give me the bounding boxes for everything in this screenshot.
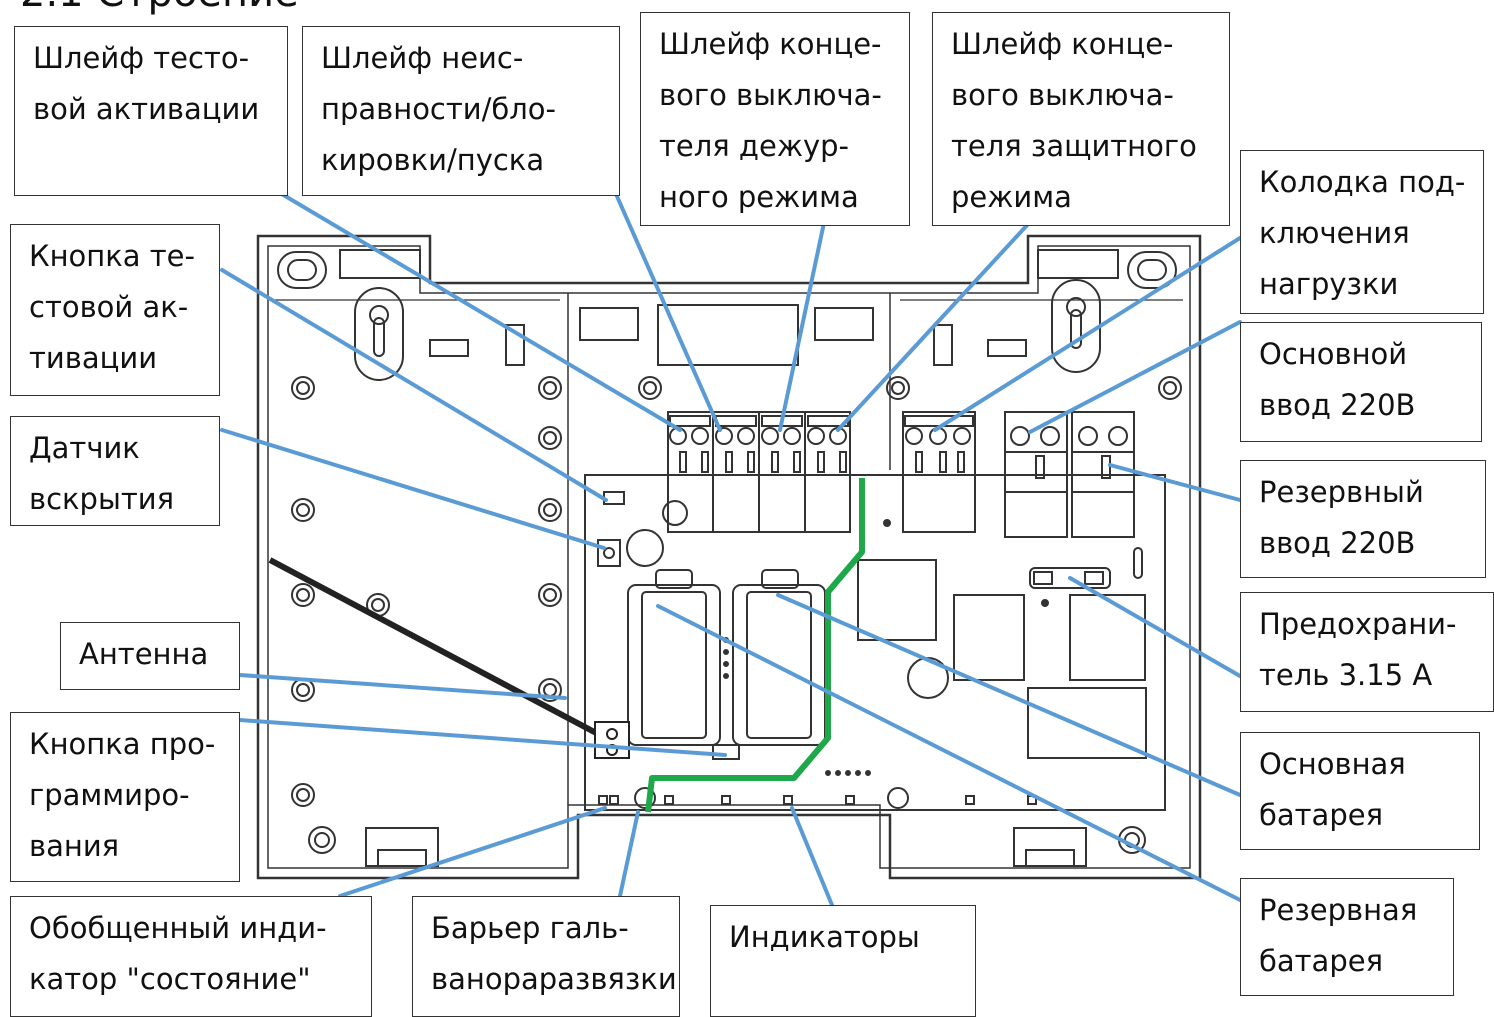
pointer-tamper [220, 428, 606, 550]
load-terminal-block [902, 411, 976, 533]
label-standby-limit-loop: Шлейф конце- вого выключа- теля дежур- н… [640, 12, 910, 226]
housing-clips [429, 304, 1027, 366]
antenna-wire [268, 557, 630, 759]
label-antenna: Антенна [60, 622, 240, 690]
pointer-test-loop [273, 188, 682, 432]
pointer-prog-button [238, 718, 727, 757]
mount-slot-right [1037, 249, 1177, 289]
label-fuse: Предохрани- тель 3.15 А [1240, 592, 1494, 712]
housing [256, 234, 1202, 880]
section-heading: 2.1 Строение [20, 0, 299, 16]
label-protect-limit-loop: Шлейф конце- вого выключа- теля защитног… [932, 12, 1230, 226]
label-prog-button: Кнопка про- граммиро- вания [10, 712, 240, 882]
pcb-components [597, 491, 1147, 809]
screw-posts [291, 376, 1182, 854]
pointer-backup-input [1108, 463, 1242, 502]
pointer-standby-loop [778, 216, 827, 432]
keyhole-left [354, 287, 404, 381]
label-load-terminal: Колодка под- ключения нагрузки [1240, 150, 1484, 314]
label-galvanic-barrier: Барьер галь- ванораразвязки [412, 896, 680, 1017]
pointer-barrier [618, 810, 640, 898]
battery-holders [627, 569, 826, 746]
label-main-battery: Основная батарея [1240, 732, 1480, 850]
label-backup-battery: Резервная батарея [1240, 878, 1454, 996]
pointer-main-input [1028, 320, 1242, 434]
pointer-protect-loop [836, 220, 1032, 432]
pointer-lines [220, 183, 1242, 907]
label-indicators: Индикаторы [710, 905, 976, 1017]
led-row [598, 795, 1037, 805]
loop-terminal-blocks [667, 411, 851, 533]
galvanic-barrier-line [645, 478, 865, 813]
label-main-input: Основной ввод 220В [1240, 322, 1482, 442]
pointer-fuse [1068, 576, 1242, 678]
label-status-indicator: Обобщенный инди- катор "состояние" [10, 896, 372, 1017]
mount-slot-left [277, 249, 421, 289]
pointer-main-battery [776, 593, 1242, 797]
pointer-test-button [220, 268, 608, 502]
keyhole-right [1051, 279, 1101, 373]
pointer-backup-battery [656, 604, 1242, 902]
pointer-antenna [238, 673, 567, 700]
label-test-loop: Шлейф тесто- вой активации [14, 26, 288, 196]
label-fault-loop: Шлейф неис- правности/бло- кировки/пуска [302, 26, 620, 196]
label-backup-input: Резервный ввод 220В [1240, 460, 1486, 578]
pointer-load-terminal [933, 236, 1242, 432]
label-test-button: Кнопка те- стовой ак- тивации [10, 224, 220, 396]
pointer-fault-loop [610, 183, 722, 432]
pointer-indicators [790, 806, 834, 907]
bottom-clips [365, 827, 1087, 867]
pointer-status [338, 806, 607, 898]
label-tamper-sensor: Датчик вскрытия [10, 416, 220, 526]
